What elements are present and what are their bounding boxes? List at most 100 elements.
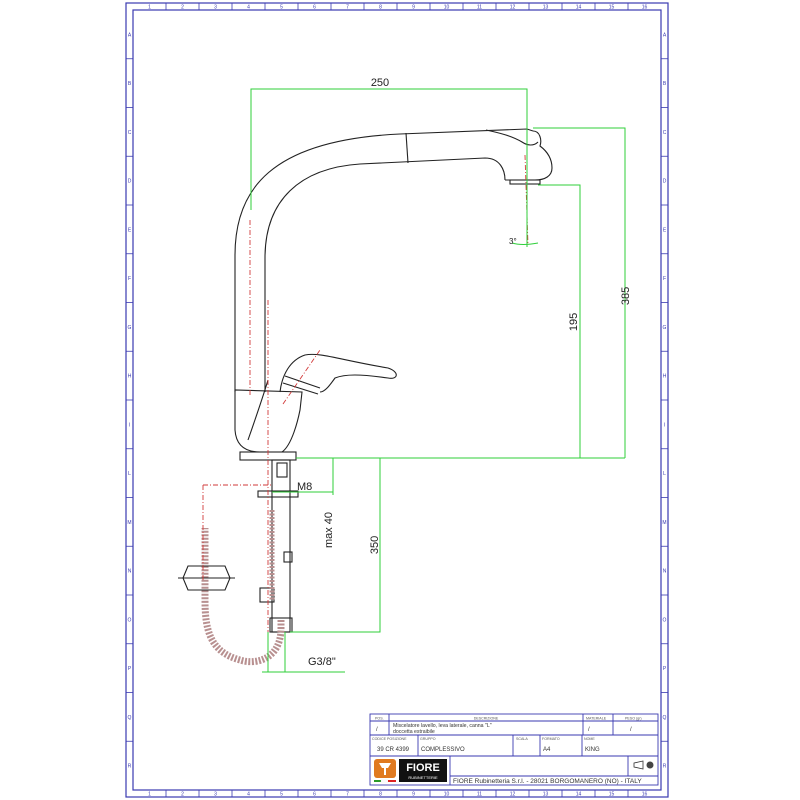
ruler-row-label: I: [664, 422, 665, 428]
dim-connection: G3/8": [308, 656, 336, 668]
dim-thread: M8: [297, 481, 312, 493]
ruler-column-label: 9: [412, 5, 415, 11]
ruler-row-label: F: [128, 276, 131, 282]
ruler-row-label: B: [128, 81, 132, 87]
lever: [279, 353, 397, 393]
format-value: A4: [543, 747, 551, 753]
name-label: NOME: [584, 737, 595, 741]
ruler-column-label: 14: [576, 792, 582, 798]
description-line1: Miscelatore lavello, leva laterale, cann…: [393, 723, 492, 729]
ruler-row-label: R: [128, 764, 132, 770]
flexible-hose: [201, 528, 285, 666]
ruler-row-label: E: [128, 227, 132, 233]
ruler-column-label: 8: [379, 792, 382, 798]
ruler-row-label: C: [663, 130, 667, 136]
dim-hose-length: 350: [369, 536, 381, 554]
ruler-row-label: L: [663, 471, 666, 477]
ruler-row-label: G: [663, 325, 667, 331]
scale-label: SCALA: [516, 737, 528, 741]
dim-angle: 3°: [509, 237, 517, 246]
underside-assembly: [178, 154, 529, 666]
ruler-column-label: 5: [280, 5, 283, 11]
ruler-row-label: A: [663, 32, 667, 38]
code-label: CODICE POSIZIONE: [372, 737, 407, 741]
ruler-column-label: 6: [313, 5, 316, 11]
description-line2: doccetta estraibile: [393, 729, 435, 735]
dim-height-spout: 195: [568, 313, 580, 331]
ruler-column-label: 4: [247, 792, 250, 798]
spout-inner: [264, 157, 506, 392]
ruler-column-label: 16: [642, 5, 648, 11]
ruler-column-label: 1: [148, 5, 151, 11]
fixing-nut: [257, 490, 299, 498]
group-value: COMPLESSIVO: [421, 747, 465, 753]
ruler-row-label: E: [663, 227, 667, 233]
ruler-column-label: 12: [510, 792, 516, 798]
ruler-row-label: L: [128, 471, 131, 477]
ruler-column-label: 13: [543, 792, 549, 798]
faucet-outline: [234, 128, 553, 461]
spray-head: [505, 130, 553, 181]
ruler-row-label: F: [663, 276, 666, 282]
ruler-column-label: 10: [444, 792, 450, 798]
outer-frame: [125, 2, 669, 798]
ruler-row-label: O: [663, 617, 667, 623]
dim-max-deck: max 40: [323, 512, 335, 548]
ruler-row-label: D: [663, 179, 667, 185]
weight-value: /: [630, 727, 632, 733]
name-value: KING: [585, 747, 600, 753]
ruler-column-label: 2: [181, 5, 184, 11]
ruler-row-label: Q: [663, 715, 667, 721]
company-logo: FIORE RUBINETTERIE: [374, 759, 447, 783]
material-value: /: [588, 727, 590, 733]
ruler-column-label: 6: [313, 792, 316, 798]
dim-width: 250: [371, 77, 389, 89]
ruler-column-label: 10: [444, 5, 450, 11]
ruler-row-label: D: [128, 179, 132, 185]
ruler-column-label: 15: [609, 5, 615, 11]
ruler-column-label: 14: [576, 5, 582, 11]
material-label: MATERIALE: [586, 717, 607, 721]
format-label: FORMATO: [542, 737, 560, 741]
ruler-column-label: 5: [280, 792, 283, 798]
ruler-row-label: P: [128, 666, 132, 672]
logo-text: FIORE: [406, 762, 440, 774]
group-label: GRUPPO: [420, 737, 436, 741]
dimension-lines: [250, 88, 626, 673]
ruler-row-label: A: [128, 32, 132, 38]
weight-label: PESO (gr): [625, 717, 642, 721]
ruler-row-label: H: [663, 374, 667, 380]
pos-value: /: [376, 727, 378, 733]
ruler-column-label: 3: [214, 792, 217, 798]
ruler-column-label: 9: [412, 792, 415, 798]
ruler-column-label: 2: [181, 792, 184, 798]
ruler-column-label: 7: [346, 5, 349, 11]
ruler-column-label: 11: [477, 792, 482, 798]
ruler-row-label: G: [128, 325, 132, 331]
ruler-column-label: 13: [543, 5, 549, 11]
title-block: [369, 713, 659, 786]
ruler-column-label: 4: [247, 5, 250, 11]
ruler-row-label: M: [127, 520, 131, 526]
ruler-row-label: N: [128, 569, 132, 575]
dim-height-total: 385: [620, 287, 632, 305]
ruler-row-label: N: [663, 569, 667, 575]
ruler-row-label: R: [663, 764, 667, 770]
inner-frame: [132, 9, 662, 791]
ruler: 1122334455667788991010111112121313141415…: [126, 3, 668, 798]
mixer-body: [234, 389, 303, 453]
ruler-column-label: 11: [477, 5, 482, 11]
code-value: 39 CR 4399: [377, 747, 410, 753]
projection-symbol-icon: [633, 760, 654, 770]
company-address: FIORE Rubinetteria S.r.l. - 28021 BORGOM…: [453, 778, 642, 785]
logo-subtext: RUBINETTERIE: [408, 775, 438, 780]
ruler-row-label: P: [663, 666, 667, 672]
ruler-row-label: H: [128, 374, 132, 380]
pos-label: POS.: [375, 717, 384, 721]
ruler-column-label: 12: [510, 5, 516, 11]
ruler-column-label: 1: [148, 792, 151, 798]
ruler-column-label: 3: [214, 5, 217, 11]
ruler-column-label: 15: [609, 792, 615, 798]
ruler-row-label: M: [662, 520, 666, 526]
